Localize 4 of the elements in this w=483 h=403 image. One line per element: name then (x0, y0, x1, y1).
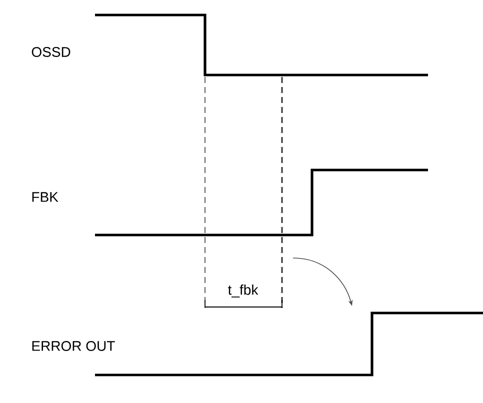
signal-label: OSSD (32, 47, 70, 57)
signal-label: ERROR OUT (32, 341, 115, 351)
signal-label: FBK (32, 192, 58, 202)
interval-label: t_fbk (228, 284, 258, 298)
